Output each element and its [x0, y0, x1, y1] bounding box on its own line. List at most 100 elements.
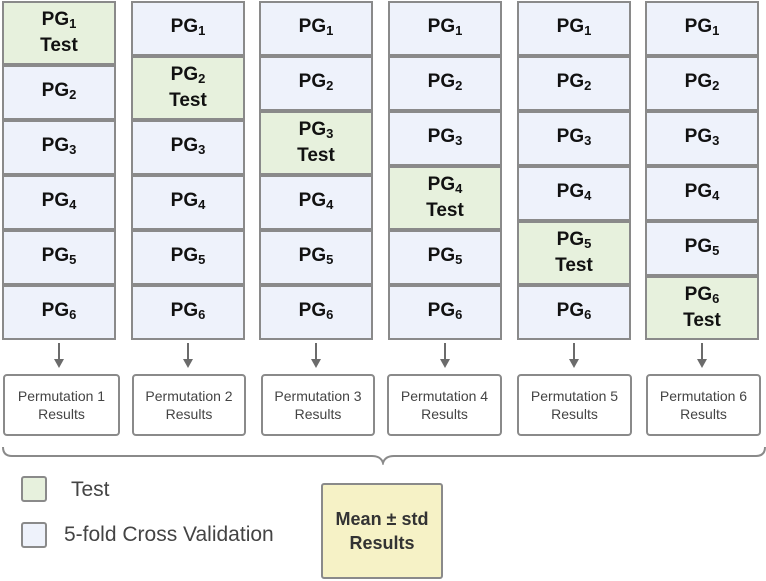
pg-index: 1	[198, 22, 206, 38]
pg-index: 3	[455, 132, 463, 148]
arrow-down-icon	[440, 359, 450, 368]
permutation-results-box: Permutation 5 Results	[517, 374, 632, 436]
pg-index: 2	[712, 77, 720, 93]
pg-index: 6	[69, 306, 77, 322]
pg-label: PG4	[557, 181, 592, 207]
pg-base: PG	[427, 70, 456, 92]
pg-base: PG	[41, 299, 70, 321]
test-label: Test	[169, 90, 207, 111]
arrow-down-icon	[697, 359, 707, 368]
permutation-results-box: Permutation 3 Results	[261, 374, 375, 436]
pg-label: PG1	[428, 16, 463, 42]
pg-index: 1	[326, 22, 334, 38]
pg-base: PG	[684, 235, 713, 257]
pg-base: PG	[41, 9, 70, 30]
pg-cell: PG6	[388, 285, 502, 340]
pg-label: PG2	[557, 71, 592, 97]
pg-label: PG3	[557, 126, 592, 152]
pg-base: PG	[556, 229, 585, 250]
pg-base: PG	[41, 79, 70, 101]
pg-index: 4	[455, 181, 463, 196]
pg-label: PG4	[685, 181, 720, 207]
pg-index: 2	[69, 86, 77, 102]
pg-base: PG	[684, 125, 713, 147]
pg-index: 3	[712, 132, 720, 148]
pg-cell: PG1	[131, 1, 245, 56]
arrow-down-icon	[569, 359, 579, 368]
pg-label: PG1	[171, 16, 206, 42]
mean-std-results-box: Mean ± std Results	[321, 483, 443, 579]
pg-base: PG	[556, 15, 585, 37]
pg-base: PG	[170, 299, 199, 321]
pg-label: PG4	[299, 190, 334, 216]
pg-base: PG	[427, 125, 456, 147]
pg-base: PG	[170, 64, 199, 85]
pg-index: 5	[712, 242, 720, 258]
pg-base: PG	[427, 244, 456, 266]
pg-index: 1	[584, 22, 592, 38]
pg-label: PG6	[299, 300, 334, 326]
pg-label: PG6	[171, 300, 206, 326]
pg-base: PG	[427, 299, 456, 321]
results-line: Results	[349, 533, 415, 553]
pg-index: 6	[455, 306, 463, 322]
pg-base: PG	[170, 189, 199, 211]
pg-index: 1	[455, 22, 463, 38]
pg-base: PG	[684, 15, 713, 37]
pg-cell: PG2	[645, 56, 759, 111]
pg-label: PG1	[42, 9, 77, 35]
permutation-results-box: Permutation 2 Results	[132, 374, 246, 436]
pg-index: 4	[326, 196, 334, 212]
pg-cell: PG5	[645, 221, 759, 276]
pg-cell: PG1	[645, 1, 759, 56]
pg-index: 6	[326, 306, 334, 322]
pg-cell: PG4	[517, 166, 631, 221]
pg-base: PG	[298, 119, 327, 140]
pg-cell: PG6	[2, 285, 116, 340]
pg-cell: PG2	[2, 65, 116, 120]
pg-label: PG1	[299, 16, 334, 42]
pg-base: PG	[41, 244, 70, 266]
mean-std-line: Mean ± std	[335, 509, 429, 529]
pg-index: 4	[584, 187, 592, 203]
pg-index: 4	[712, 187, 720, 203]
arrow-down-icon	[54, 359, 64, 368]
pg-cell: PG3	[517, 111, 631, 166]
test-label: Test	[40, 35, 78, 56]
pg-base: PG	[298, 70, 327, 92]
pg-base: PG	[684, 70, 713, 92]
pg-label: PG2	[685, 71, 720, 97]
down-arrow-line	[187, 343, 189, 365]
pg-cell: PG6	[259, 285, 373, 340]
test-label: Test	[297, 145, 335, 166]
pg-base: PG	[556, 70, 585, 92]
down-arrow-line	[58, 343, 60, 365]
pg-base: PG	[556, 180, 585, 202]
pg-index: 3	[584, 132, 592, 148]
pg-label: PG4	[171, 190, 206, 216]
pg-label: PG5	[557, 229, 592, 255]
pg-label: PG6	[685, 284, 720, 310]
pg-label: PG2	[428, 71, 463, 97]
pg-label: PG2	[42, 80, 77, 106]
pg-base: PG	[170, 134, 199, 156]
pg-index: 5	[198, 251, 206, 267]
pg-base: PG	[298, 299, 327, 321]
pg-label: PG5	[171, 245, 206, 271]
pg-label: PG1	[557, 16, 592, 42]
pg-label: PG3	[299, 119, 334, 145]
pg-index: 1	[712, 22, 720, 38]
pg-label: PG3	[428, 126, 463, 152]
pg-cell: PG1	[388, 1, 502, 56]
down-arrow-line	[315, 343, 317, 365]
pg-label: PG3	[171, 135, 206, 161]
pg-index: 3	[198, 141, 206, 157]
pg-cell: PG3	[2, 120, 116, 175]
pg-cell: PG2	[388, 56, 502, 111]
pg-base: PG	[170, 244, 199, 266]
pg-cell: PG2	[517, 56, 631, 111]
pg-cell: PG4	[131, 175, 245, 230]
